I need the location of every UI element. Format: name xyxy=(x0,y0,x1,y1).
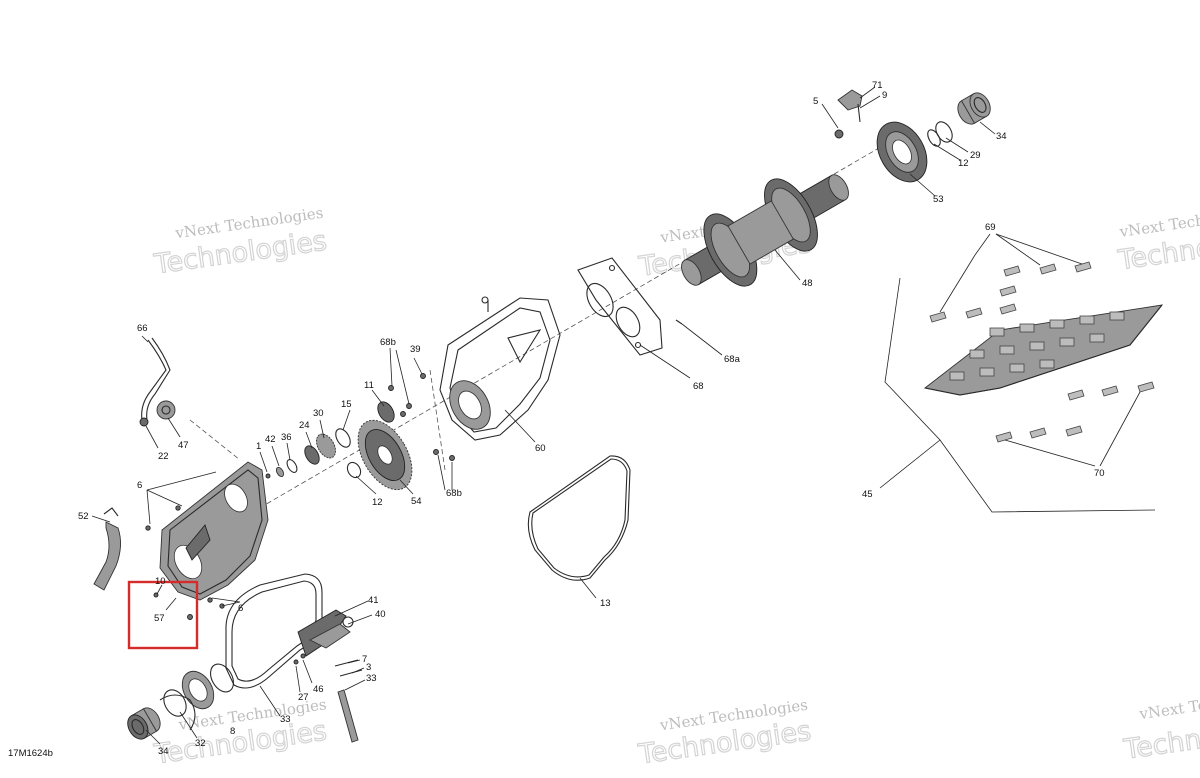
callout-10: 10 xyxy=(155,576,166,587)
group-bracket-45 xyxy=(879,277,1156,513)
bearing-11 xyxy=(377,401,395,423)
callout-34: 34 xyxy=(996,131,1007,142)
dowel-pins-68b xyxy=(388,373,455,461)
case-seal-13 xyxy=(527,455,631,581)
callout-5: 5 xyxy=(813,96,818,107)
callout-22: 22 xyxy=(158,451,169,462)
differential-shaft-assembly xyxy=(681,174,849,287)
callout-12: 12 xyxy=(372,497,383,508)
drive-gear-cluster xyxy=(304,433,336,465)
callout-8: 8 xyxy=(230,726,235,737)
callout-33: 33 xyxy=(280,714,291,725)
callout-57: 57 xyxy=(154,613,165,624)
leader-lines xyxy=(91,86,1141,745)
washer-15 xyxy=(335,428,351,448)
callout-30: 30 xyxy=(313,408,324,419)
watermark-line1: vNext Technologies xyxy=(1137,685,1200,724)
callout-9: 9 xyxy=(882,90,887,101)
callout-13: 13 xyxy=(600,598,611,609)
highlight-box xyxy=(127,580,199,650)
callout-29: 29 xyxy=(970,150,981,161)
speed-sensor-52 xyxy=(93,507,121,591)
callout-70: 70 xyxy=(1094,468,1105,479)
pins-7-3-46 xyxy=(293,653,363,677)
shift-rod-33 xyxy=(337,689,359,743)
callout-1: 1 xyxy=(256,441,261,452)
shift-fork-assembly xyxy=(297,609,354,657)
callout-12: 12 xyxy=(958,158,969,169)
callout-27: 27 xyxy=(298,692,309,703)
callout-52: 52 xyxy=(78,511,89,522)
callout-69: 69 xyxy=(985,222,996,233)
callout-33: 33 xyxy=(366,673,377,684)
callout-68a: 68a xyxy=(724,354,741,365)
callout-40: 40 xyxy=(375,609,386,620)
callout-66: 66 xyxy=(137,323,148,334)
callout-6: 6 xyxy=(238,603,243,614)
spacer-parts xyxy=(265,459,298,479)
callout-47: 47 xyxy=(178,440,189,451)
input-bearing-seals xyxy=(127,663,235,740)
callout-54: 54 xyxy=(411,496,422,507)
clip-set-69 xyxy=(929,261,1092,323)
callout-42: 42 xyxy=(265,434,276,445)
clip-set-70 xyxy=(995,381,1155,443)
callout-39: 39 xyxy=(410,344,421,355)
output-bearing-assembly xyxy=(834,89,991,183)
callout-45: 45 xyxy=(862,489,873,500)
callout-60: 60 xyxy=(535,443,546,454)
transmission-case xyxy=(439,296,561,441)
front-cover xyxy=(145,461,269,620)
callout-53: 53 xyxy=(933,194,944,205)
callout-68: 68 xyxy=(693,381,704,392)
callout-7: 7 xyxy=(362,654,367,665)
callout-labels: 71 9 5 34 29 12 53 48 69 68a 68 45 70 66… xyxy=(78,80,1105,757)
callout-68b: 68b xyxy=(446,488,462,499)
driven-gear xyxy=(357,419,413,491)
drawing-code: 17M1624b xyxy=(8,748,53,759)
skid-plate-assembly xyxy=(923,304,1164,396)
callout-3: 3 xyxy=(366,662,371,673)
callout-48: 48 xyxy=(802,278,813,289)
callout-24: 24 xyxy=(299,420,310,431)
dowel-pin xyxy=(675,319,683,325)
o-ring-12 xyxy=(346,461,362,479)
callout-41: 41 xyxy=(368,595,379,606)
callout-32: 32 xyxy=(195,738,206,749)
callout-36: 36 xyxy=(281,432,292,443)
callout-68b: 68b xyxy=(380,337,396,348)
callout-34: 34 xyxy=(158,746,169,757)
callout-71: 71 xyxy=(872,80,883,91)
breather-hose-assembly xyxy=(139,337,176,427)
callout-15: 15 xyxy=(341,399,352,410)
callout-6: 6 xyxy=(137,480,142,491)
watermark-group: vNext Technologies Technologies vNext Te… xyxy=(151,202,1200,771)
callout-11: 11 xyxy=(364,380,374,391)
gasket-plate xyxy=(577,257,663,356)
callout-46: 46 xyxy=(313,684,324,695)
